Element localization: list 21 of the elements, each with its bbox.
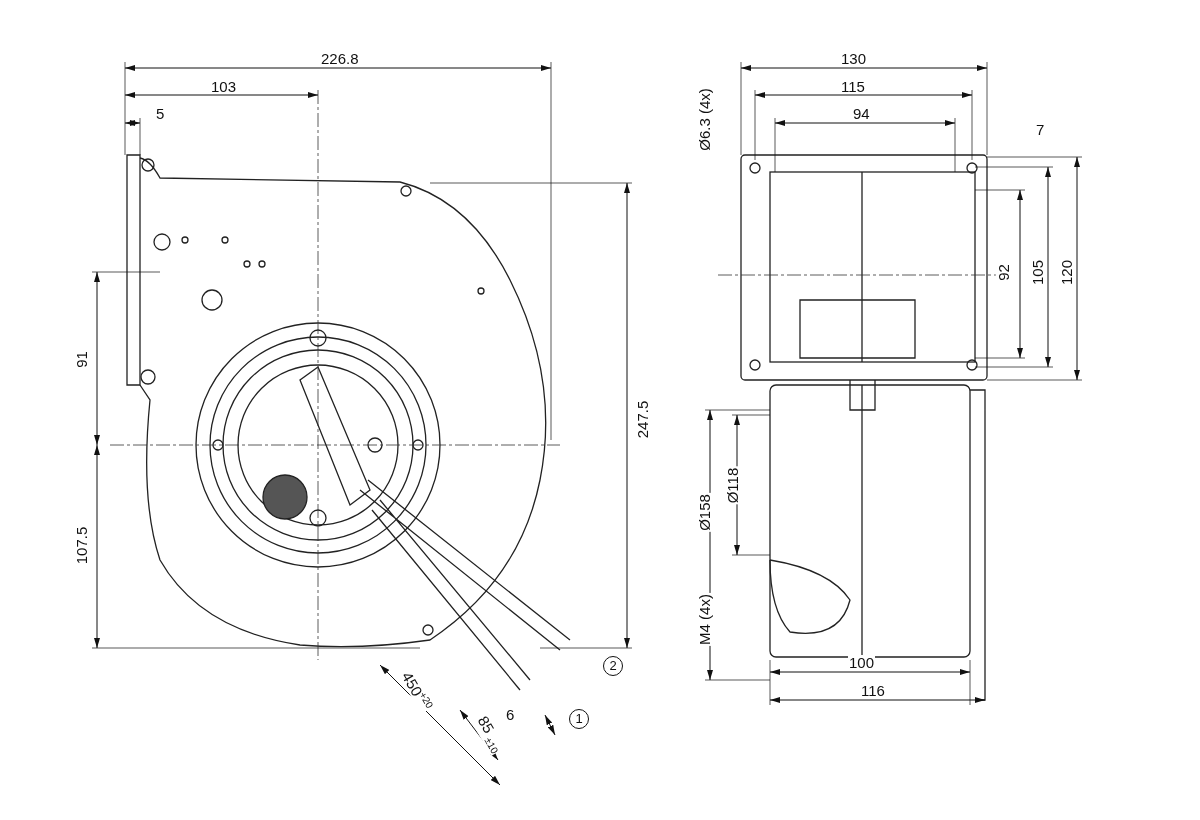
- dimension-label: 105: [1030, 259, 1045, 286]
- dimension-label: 247.5: [635, 399, 651, 440]
- dimension-label: M4 (4x): [696, 593, 712, 646]
- dimension-label: 6: [505, 707, 516, 722]
- dimension-label: Ø6.3 (4x): [696, 87, 712, 152]
- callout-number: 2: [603, 656, 623, 676]
- dimension-label: 5: [155, 106, 166, 121]
- dimension-label: 107.5: [74, 525, 90, 566]
- dimension-label: 103: [210, 79, 238, 94]
- dimension-label: Ø158: [696, 493, 712, 532]
- dimension-label: 226.8: [320, 51, 360, 66]
- dimension-label: 92: [995, 263, 1011, 282]
- dimension-label: 115: [840, 79, 866, 94]
- dimension-label: 120: [1059, 259, 1074, 286]
- callout-number: 1: [569, 709, 589, 729]
- dimension-label: 100: [848, 655, 876, 670]
- dimension-label: 130: [840, 51, 868, 66]
- dimension-label: 116: [860, 683, 886, 698]
- dimension-label: 94: [852, 106, 871, 121]
- dimension-label: Ø118: [725, 466, 741, 505]
- dimension-label: 7: [1035, 122, 1046, 137]
